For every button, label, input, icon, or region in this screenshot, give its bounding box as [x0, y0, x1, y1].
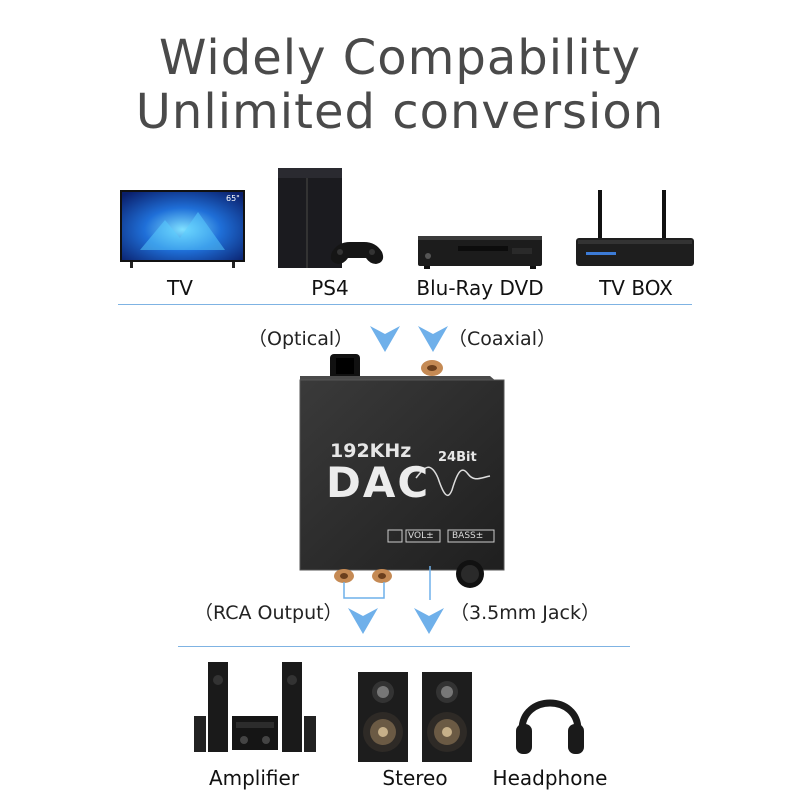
jack-output-label: （3.5mm Jack） — [450, 602, 600, 624]
tv-size-badge: 65" — [226, 194, 240, 203]
tv-box-image — [576, 190, 694, 266]
jack-arrow-icon — [414, 608, 444, 634]
stereo-image — [358, 672, 472, 762]
source-label-tv: TV — [167, 276, 193, 300]
headline-line-1: Widely Compability — [159, 30, 641, 86]
dac-bit-depth: 24Bit — [438, 450, 477, 465]
optical-arrow-icon — [370, 326, 400, 352]
dac-vol-label: VOL± — [408, 531, 434, 541]
dest-label-amplifier: Amplifier — [208, 766, 300, 790]
dest-label-stereo: Stereo — [382, 766, 448, 790]
source-label-bluray: Blu-Ray DVD — [416, 276, 544, 300]
rca-bracket — [343, 582, 385, 599]
source-label-tv-box: TV BOX — [599, 276, 673, 300]
dac-name: DAC — [326, 458, 431, 507]
tv-image — [120, 190, 245, 268]
top-divider — [118, 304, 692, 305]
dest-label-headphone: Headphone — [492, 766, 608, 790]
headline-line-2: Unlimited conversion — [135, 84, 665, 140]
bottom-divider — [178, 646, 630, 647]
jack-connector-line — [429, 566, 431, 600]
amplifier-image — [194, 662, 316, 752]
bluray-player-image — [418, 236, 542, 269]
optical-label: （Optical） — [248, 328, 354, 350]
dac-bass-label: BASS± — [452, 531, 484, 541]
dac-device-image — [299, 354, 505, 588]
source-label-ps4: PS4 — [311, 276, 349, 300]
headphone-icon — [516, 699, 584, 754]
ps4-image — [278, 168, 384, 268]
rca-arrow-icon — [348, 608, 378, 634]
coaxial-arrow-icon — [418, 326, 448, 352]
rca-output-label: （RCA Output） — [194, 602, 343, 624]
dac-sample-rate: 192KHz — [330, 440, 412, 462]
coaxial-label: （Coaxial） — [448, 328, 556, 350]
